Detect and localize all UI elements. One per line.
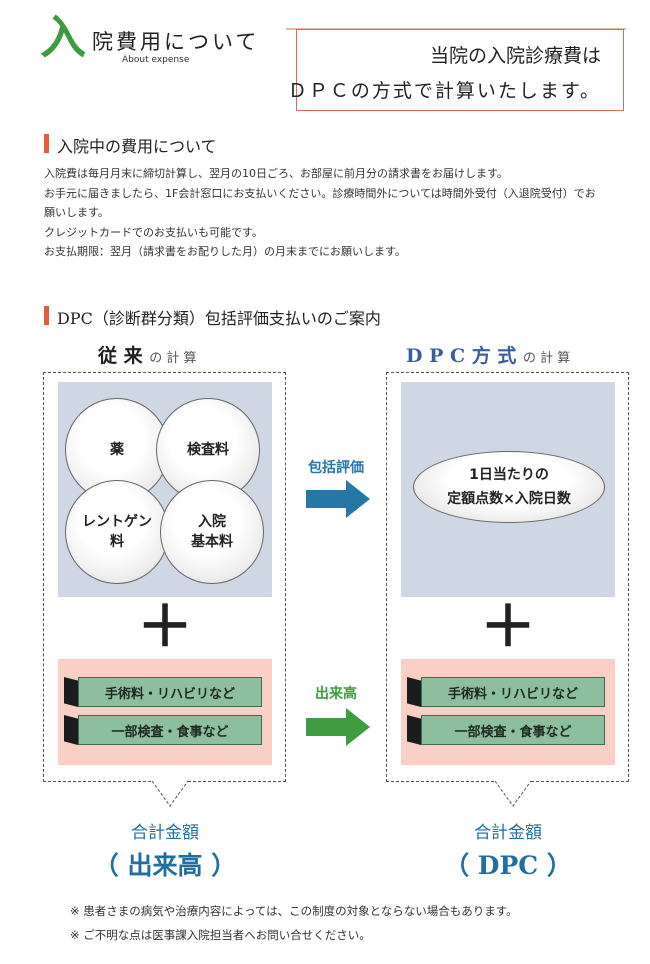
left-plus-sign: ＋: [137, 595, 193, 660]
arrow-label-bundled: 包括評価: [308, 460, 364, 476]
left-callout-tail: [151, 780, 189, 807]
ellipse-daily-fee: 1日当たりの 定額点数×入院日数: [413, 451, 605, 523]
section2-title: DPC（診断群分類）包括評価支払いのご案内: [57, 309, 381, 328]
header-summary-box: 当院の入院診療費は ＤＰＣの方式で計算いたします。: [288, 29, 624, 111]
left-slab-surgery: 手術料・リハビリなど: [64, 677, 262, 707]
header-summary-line1: 当院の入院診療費は: [429, 45, 601, 67]
ellipse-line2: 定額点数×入院日数: [447, 491, 571, 507]
section1-marker: [44, 134, 49, 153]
right-slab-surgery: 手術料・リハビリなど: [407, 677, 605, 707]
slab-side: [407, 715, 421, 745]
section1-paragraph: クレジットカードでのお支払いも可能です。: [44, 225, 263, 239]
arrow-right-green-icon: [306, 708, 370, 746]
header-kanji: 入: [40, 10, 86, 64]
section1-body: 入院費は毎月月末に締切計算し、翌月の10日ごろ、お部屋に前月分の請求書をお届けし…: [44, 164, 604, 262]
section1-paragraph: お手元に届きましたら、1F会計窓口にお支払いください。診療時間外については時間外…: [44, 186, 596, 220]
note-contact: ※ ご不明な点は医事課入院担当者へお問い合せください。: [70, 928, 371, 942]
circle-label: 薬: [110, 442, 124, 458]
left-heading-suffix: の 計 算: [149, 351, 197, 366]
right-total-value: （ DPC ）: [444, 851, 572, 880]
slab-label: 一部検査・食事など: [78, 715, 262, 745]
arrow-right-blue-icon: [306, 480, 370, 518]
section1-paragraph: 入院費は毎月月末に締切計算し、翌月の10日ごろ、お部屋に前月分の請求書をお届けし…: [44, 167, 508, 180]
header-subtitle: About expense: [122, 55, 190, 65]
section1-paragraph: お支払期限：翌月（請求書をお配りした月）の月末までにお願いします。: [44, 245, 406, 258]
slab-side: [64, 715, 78, 745]
header-title: 院費用について: [92, 30, 260, 54]
circle-label: 検査料: [187, 442, 229, 458]
ellipse-line1: 1日当たりの: [469, 467, 549, 483]
left-slab-tests-meals: 一部検査・食事など: [64, 715, 262, 745]
header-summary-line2: ＤＰＣの方式で計算いたします。: [287, 80, 601, 102]
arrow-label-fee-for-service: 出来高: [315, 686, 357, 702]
note-eligibility: ※ 患者さまの病気や治療内容によっては、この制度の対象とならない場合もあります。: [70, 904, 518, 918]
right-plus-sign: ＋: [480, 595, 536, 660]
slab-side: [407, 677, 421, 707]
circle-xray-fee: レントゲン 料: [65, 480, 169, 584]
right-heading-suffix: の 計 算: [522, 351, 571, 366]
left-total-value: （ 出来高 ）: [93, 851, 237, 880]
section1-title: 入院中の費用について: [57, 137, 217, 156]
circle-admission-fee: 入院 基本料: [160, 480, 264, 584]
right-extra-panel: 手術料・リハビリなど 一部検査・食事など: [401, 659, 615, 765]
left-total-label: 合計金額: [131, 823, 199, 843]
right-slab-tests-meals: 一部検査・食事など: [407, 715, 605, 745]
slab-label: 手術料・リハビリなど: [421, 677, 605, 707]
section2-marker: [44, 306, 49, 325]
slab-label: 手術料・リハビリなど: [78, 677, 262, 707]
circle-label: 入院 基本料: [191, 514, 233, 550]
circle-label: レントゲン 料: [82, 514, 152, 550]
right-column-heading: D P C 方 式 の 計 算: [406, 341, 570, 368]
right-callout-tail: [494, 780, 532, 807]
left-bundle-panel: 薬 検査料 レントゲン 料 入院 基本料: [58, 382, 272, 597]
right-total-label: 合計金額: [474, 823, 542, 843]
right-bundle-panel: 1日当たりの 定額点数×入院日数: [401, 382, 615, 597]
slab-side: [64, 677, 78, 707]
left-column-heading: 従 来 の 計 算: [98, 341, 197, 368]
left-heading-main: 従 来: [98, 345, 143, 367]
right-heading-main: D P C 方 式: [406, 345, 517, 367]
slab-label: 一部検査・食事など: [421, 715, 605, 745]
left-extra-panel: 手術料・リハビリなど 一部検査・食事など: [58, 659, 272, 765]
